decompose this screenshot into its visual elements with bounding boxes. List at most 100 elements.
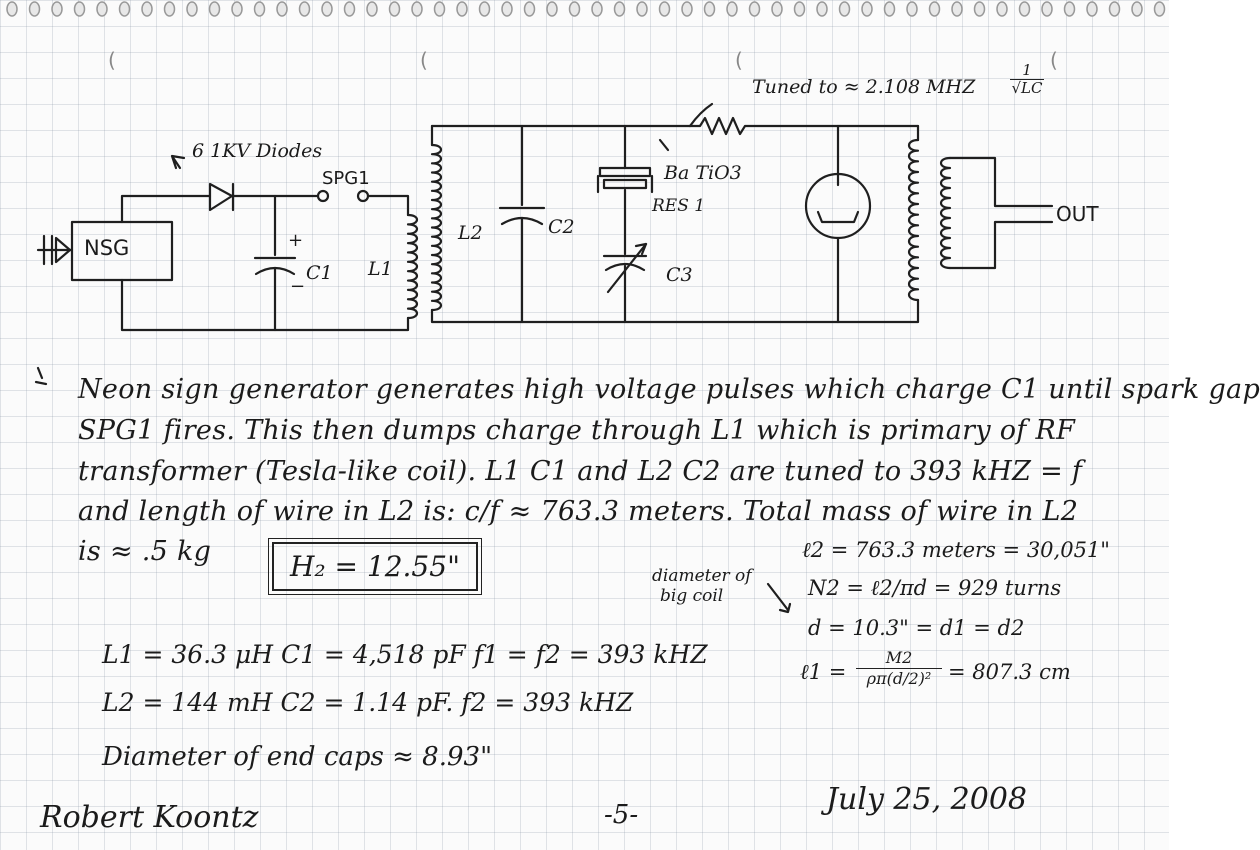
spg1-label: SPG1 — [322, 168, 370, 189]
spiral-hole — [658, 1, 671, 17]
spiral-hole — [996, 1, 1008, 17]
tuned-fraction: 1 √LC — [1010, 62, 1044, 97]
spiral-hole — [163, 1, 176, 17]
c2-label: C2 — [548, 216, 575, 238]
c1-label: C1 — [306, 262, 333, 284]
batio3-label: Ba TiO3 — [664, 162, 742, 184]
spiral-hole — [928, 1, 941, 17]
spiral-hole — [276, 1, 288, 17]
page-number: -5- — [604, 800, 639, 830]
diameter-label-line2: big coil — [660, 586, 724, 606]
punch-mark: ( — [735, 48, 743, 72]
diode-symbol — [208, 182, 235, 212]
l2-length-formula: ℓ2 = 763.3 meters = 30,051" — [802, 538, 1110, 562]
spiral-hole — [568, 1, 581, 17]
capacitor-c2 — [498, 124, 546, 324]
inductor-output-primary — [907, 138, 920, 302]
spiral-hole — [208, 1, 221, 17]
vacuum-tube — [804, 124, 872, 324]
spiral-hole — [771, 1, 783, 17]
l1-formula-suffix: = 807.3 cm — [948, 660, 1071, 684]
spiral-hole — [456, 1, 468, 17]
spiral-hole — [973, 1, 986, 17]
punch-mark: ( — [108, 48, 116, 72]
inductor-l1 — [406, 213, 419, 320]
spiral-hole — [96, 1, 108, 17]
out-label: OUT — [1056, 202, 1099, 226]
l1-fraction: M2 ρπ(d/2)² — [856, 648, 942, 689]
spiral-hole — [726, 1, 738, 17]
spiral-hole — [883, 1, 896, 17]
tuned-note: Tuned to ≈ 2.108 MHZ — [752, 76, 976, 98]
diodes-note: 6 1KV Diodes — [192, 140, 323, 162]
tuned-fraction-den: √LC — [1010, 79, 1044, 97]
resistor — [688, 116, 842, 136]
l1-label: L1 — [368, 258, 393, 280]
spiral-hole — [613, 1, 626, 17]
spiral-hole — [343, 1, 356, 17]
spiral-hole — [501, 1, 513, 17]
n2-formula: N2 = ℓ2/πd = 929 turns — [808, 576, 1062, 600]
nsg-label: NSG — [84, 236, 130, 260]
c1-plus-label: + — [288, 230, 304, 251]
spiral-hole — [748, 1, 761, 17]
spiral-hole — [1153, 1, 1166, 17]
spiral-hole — [321, 1, 333, 17]
spiral-hole — [366, 1, 378, 17]
spiral-hole — [591, 1, 603, 17]
spiral-hole — [1018, 1, 1031, 17]
l2-label: L2 — [458, 222, 483, 244]
spiral-hole — [141, 1, 153, 17]
spark-gap-symbol — [316, 189, 370, 203]
l1-fraction-num: M2 — [885, 648, 913, 667]
l1-formula-prefix: ℓ1 = — [800, 660, 847, 684]
spiral-hole — [388, 1, 401, 17]
d-formula: d = 10.3" = d1 = d2 — [808, 616, 1025, 640]
c1-minus-label: − — [290, 276, 306, 297]
spiral-hole — [478, 1, 491, 17]
spiral-hole — [636, 1, 648, 17]
spiral-hole — [906, 1, 918, 17]
capacitor-c1 — [253, 194, 297, 332]
spiral-hole — [186, 1, 198, 17]
diameter-label-line1: diameter of — [652, 566, 752, 586]
capacitor-c3 — [602, 242, 648, 324]
note-line: Neon sign generator generates high volta… — [78, 374, 1260, 405]
spiral-hole — [298, 1, 311, 17]
h2-boxed-result: H₂ = 12.55" — [268, 538, 482, 595]
inductor-l2 — [430, 143, 443, 312]
values-row-2: L2 = 144 mH C2 = 1.14 pF. f2 = 393 kHZ — [102, 688, 634, 717]
spiral-hole — [1131, 1, 1143, 17]
date: July 25, 2008 — [826, 782, 1028, 817]
spiral-hole — [411, 1, 423, 17]
spiral-hole — [1041, 1, 1053, 17]
spiral-hole — [861, 1, 873, 17]
spiral-hole — [118, 1, 131, 17]
spiral-hole — [231, 1, 243, 17]
spiral-hole — [838, 1, 851, 17]
punch-mark: ( — [1050, 48, 1058, 72]
spiral-hole — [816, 1, 828, 17]
punch-mark: ( — [420, 48, 428, 72]
spiral-hole — [51, 1, 63, 17]
spiral-hole — [1063, 1, 1076, 17]
input-plug-icon — [36, 234, 74, 266]
spiral-hole — [1086, 1, 1098, 17]
l1-fraction-den: ρπ(d/2)² — [856, 668, 942, 689]
spiral-hole — [73, 1, 86, 17]
spiral-hole — [1108, 1, 1121, 17]
end-caps-note: Diameter of end caps ≈ 8.93" — [102, 742, 493, 772]
circuit-schematic — [34, 102, 1054, 614]
inductor-output-secondary — [939, 156, 952, 270]
signature: Robert Koontz — [40, 800, 259, 835]
spiral-hole — [951, 1, 963, 17]
note-line: SPG1 fires. This then dumps charge throu… — [78, 415, 1076, 446]
spiral-hole — [28, 1, 41, 17]
spiral-hole — [793, 1, 806, 17]
note-line: transformer (Tesla-like coil). L1 C1 and… — [78, 456, 1083, 487]
spiral-hole — [6, 1, 18, 17]
res1-label: RES 1 — [652, 196, 706, 216]
spiral-hole — [433, 1, 446, 17]
c3-label: C3 — [666, 264, 693, 286]
